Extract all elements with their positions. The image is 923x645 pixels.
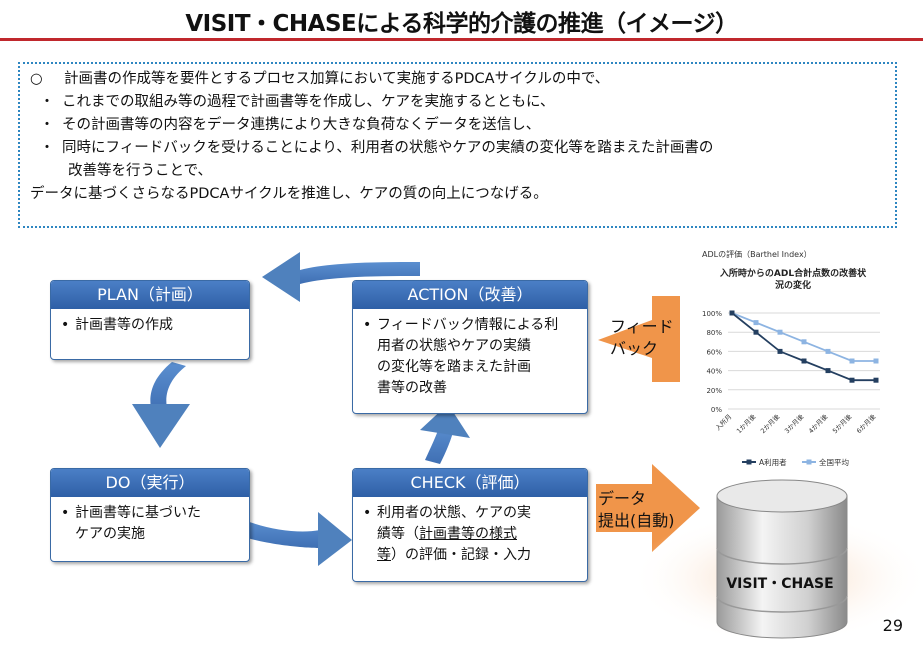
check-box: CHECK（評価） • 利用者の状態、ケアの実 績等（計画書等の様式 等）の評価… bbox=[352, 468, 588, 582]
arrow-head bbox=[420, 404, 470, 438]
data-point bbox=[849, 358, 855, 364]
summary-line: ・これまでの取組み等の過程で計画書等を作成し、ケアを実施するとともに、 bbox=[39, 94, 555, 110]
arrow-plan-to-do bbox=[150, 362, 186, 412]
data-point bbox=[777, 348, 783, 354]
title-underline bbox=[0, 38, 923, 41]
page-number: 29 bbox=[882, 616, 903, 635]
plan-body: •計画書等の作成 bbox=[61, 317, 173, 333]
data-point bbox=[825, 348, 831, 354]
x-tick-label: 4か月後 bbox=[806, 412, 829, 435]
data-point bbox=[729, 310, 735, 316]
summary-line: ・その計画書等の内容をデータ連携により大きな負荷なくデータを送信し、 bbox=[39, 117, 541, 133]
database-cylinder-icon bbox=[716, 495, 848, 639]
chart-subtitle: 入所時からのADL合計点数の改善状況の変化 bbox=[719, 269, 867, 291]
x-tick-label: 1か月後 bbox=[734, 412, 757, 435]
x-tick-label: 入所月 bbox=[713, 412, 733, 432]
summary-line: ・同時にフィードバックを受けることにより、利用者の状態やケアの実績の変化等を踏ま… bbox=[39, 140, 714, 156]
legend-marker bbox=[746, 459, 752, 465]
arrow-do-to-check bbox=[240, 520, 320, 548]
feedback-label: フィード バック bbox=[610, 317, 674, 358]
arrow-head bbox=[262, 252, 300, 302]
y-tick-label: 0% bbox=[711, 406, 722, 414]
arrow-action-to-plan bbox=[300, 262, 420, 284]
legend-marker bbox=[806, 459, 812, 465]
legend-label: A利用者 bbox=[759, 457, 787, 467]
action-body: • フィードバック情報による利 用者の状態やケアの実績 の変化等を踏まえた計画 … bbox=[363, 317, 559, 396]
y-tick-label: 100% bbox=[702, 310, 722, 318]
data-point bbox=[825, 368, 831, 374]
data-submit-label: データ 提出(自動) bbox=[598, 489, 675, 530]
data-submit-arrow bbox=[596, 464, 700, 552]
data-point bbox=[801, 358, 807, 364]
chart-title: ADLの評価（Barthel Index） bbox=[702, 250, 812, 259]
check-header: CHECK（評価） bbox=[353, 469, 587, 497]
y-tick-label: 80% bbox=[706, 329, 722, 337]
data-point bbox=[777, 329, 783, 335]
data-point bbox=[801, 339, 807, 345]
y-tick-label: 20% bbox=[706, 387, 722, 395]
action-header: ACTION（改善） bbox=[353, 281, 587, 309]
check-body: • 利用者の状態、ケアの実 績等（計画書等の様式 等）の評価・記録・入力 bbox=[363, 505, 531, 563]
y-tick-label: 40% bbox=[706, 368, 722, 376]
plan-header: PLAN（計画） bbox=[51, 281, 249, 309]
plan-box: PLAN（計画） •計画書等の作成 bbox=[50, 280, 250, 360]
data-point bbox=[753, 320, 759, 326]
summary-line: 改善等を行うことで、 bbox=[68, 163, 212, 179]
summary-line: データに基づくさらなるPDCAサイクルを推進し、ケアの質の向上につなげる。 bbox=[30, 186, 548, 202]
y-tick-label: 60% bbox=[706, 348, 722, 356]
data-point bbox=[873, 358, 879, 364]
x-tick-label: 2か月後 bbox=[758, 412, 781, 435]
x-tick-label: 3か月後 bbox=[782, 412, 805, 435]
circle-mark: ○ bbox=[30, 71, 43, 87]
arrow-head bbox=[132, 404, 190, 448]
arrow-head bbox=[318, 512, 352, 566]
legend-label: 全国平均 bbox=[819, 457, 849, 467]
x-tick-label: 5か月後 bbox=[830, 412, 853, 435]
do-box: DO（実行） • 計画書等に基づいた ケアの実施 bbox=[50, 468, 250, 562]
x-tick-label: 6か月後 bbox=[854, 412, 877, 435]
action-box: ACTION（改善） • フィードバック情報による利 用者の状態やケアの実績 の… bbox=[352, 280, 588, 414]
data-point bbox=[873, 377, 879, 383]
data-point bbox=[849, 377, 855, 383]
summary-line: ○計画書の作成等を要件とするプロセス加算において実施するPDCAサイクルの中で、 bbox=[30, 68, 885, 91]
data-point bbox=[753, 329, 759, 335]
database-label: VISIT・CHASE bbox=[726, 576, 834, 592]
page-title: VISIT・CHASEによる科学的介護の推進（イメージ） bbox=[185, 11, 738, 37]
do-header: DO（実行） bbox=[51, 469, 249, 497]
do-body: • 計画書等に基づいた ケアの実施 bbox=[61, 505, 201, 542]
feedback-arrow bbox=[598, 296, 680, 382]
summary-box: ○計画書の作成等を要件とするプロセス加算において実施するPDCAサイクルの中で、… bbox=[18, 62, 897, 228]
